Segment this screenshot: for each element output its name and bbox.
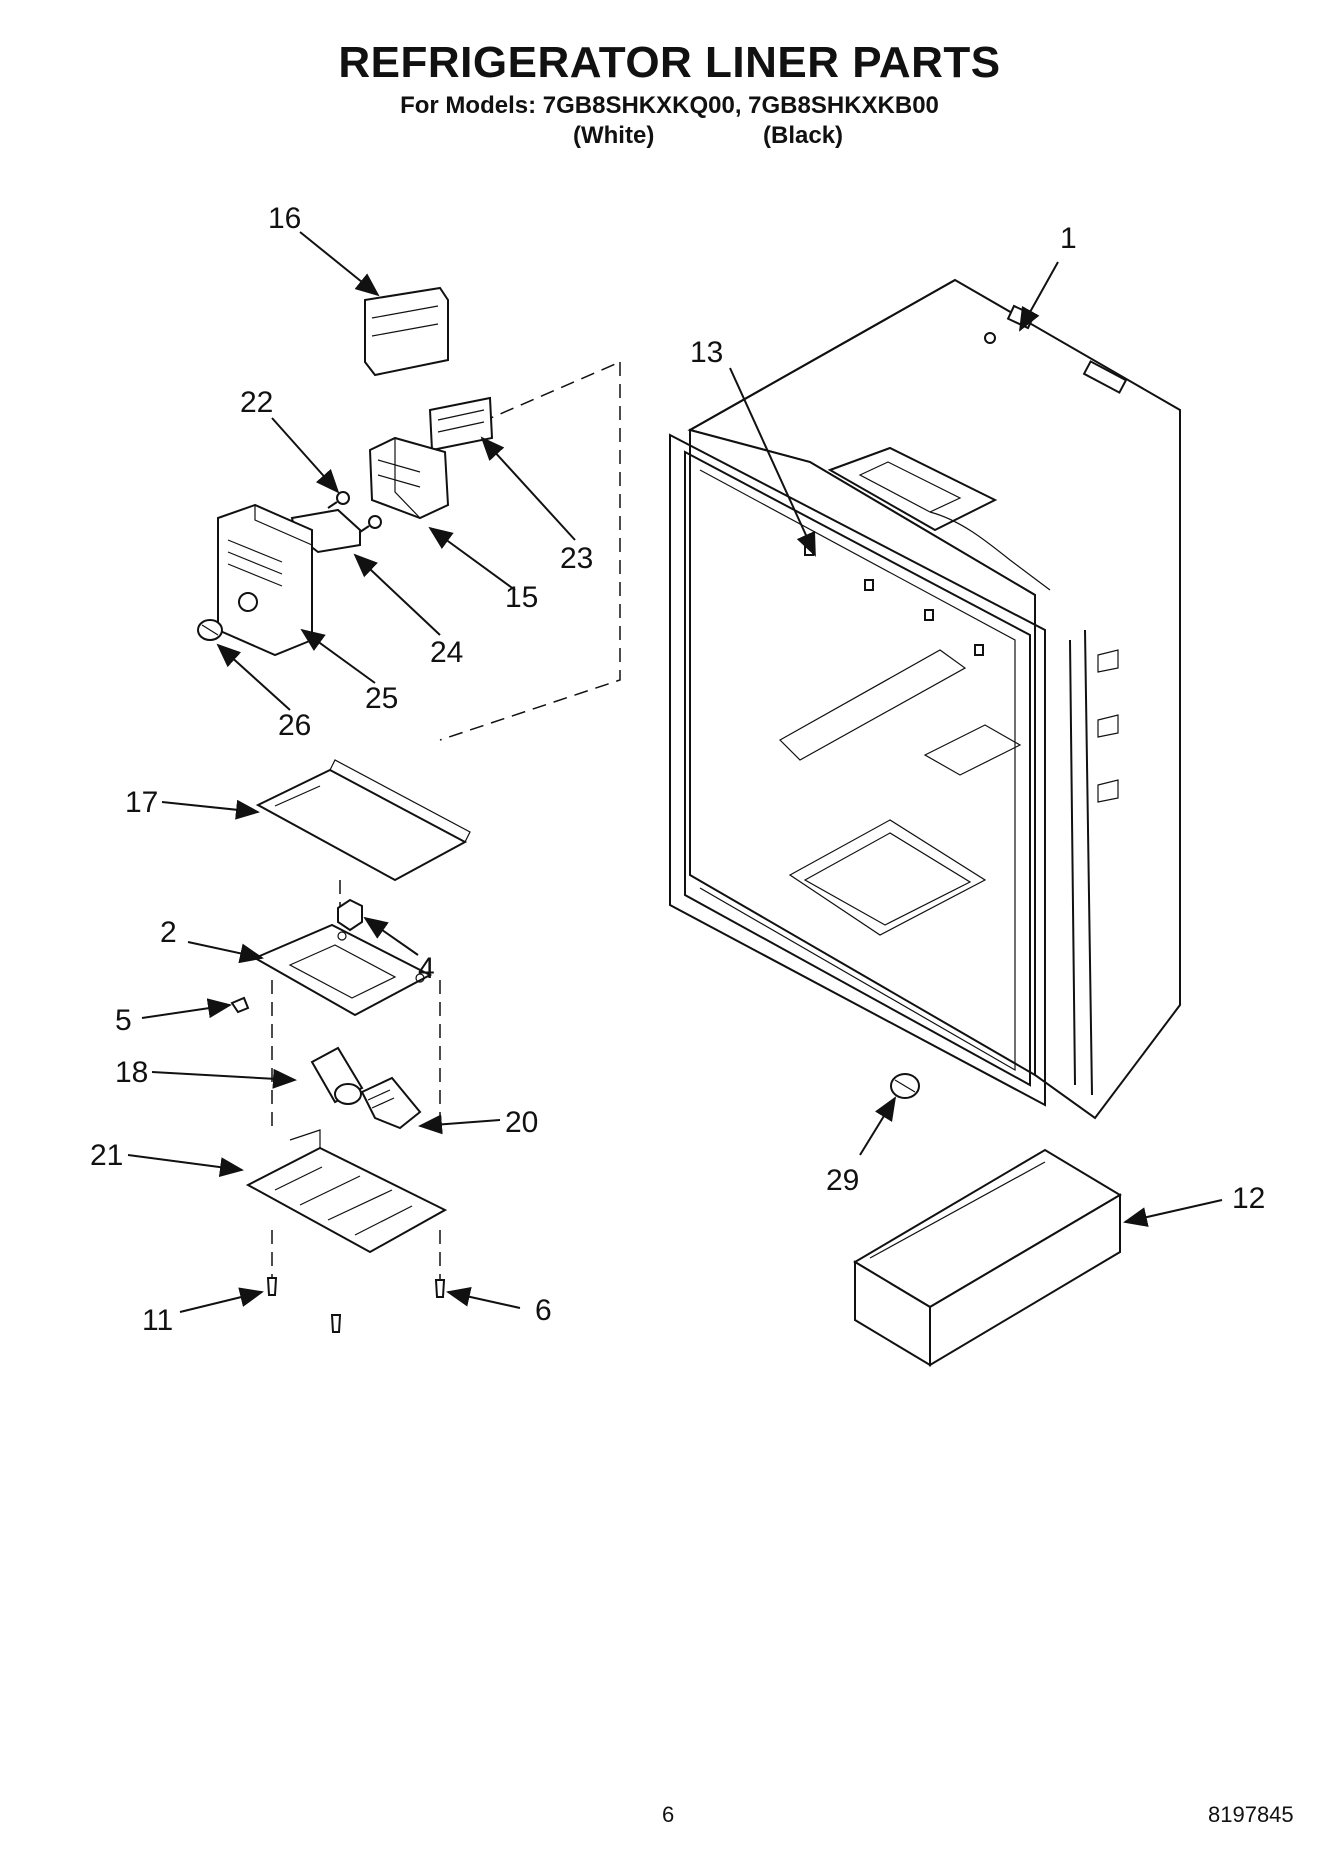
callout-18: 18	[115, 1056, 148, 1089]
part-26-knob	[197, 619, 223, 641]
part-12-bin	[853, 1148, 1122, 1367]
part-4-switch	[337, 898, 363, 932]
callout-24: 24	[430, 636, 463, 669]
callout-16: 16	[268, 202, 301, 235]
part-20-bulb	[360, 1076, 422, 1130]
part-29-button	[890, 1073, 920, 1099]
part-15-control	[368, 436, 450, 520]
callout-1: 1	[1060, 222, 1077, 255]
part-23-bracket	[428, 396, 494, 452]
callout-25: 25	[365, 682, 398, 715]
callout-23: 23	[560, 542, 593, 575]
part-16-cover	[364, 286, 449, 377]
callout-17: 17	[125, 786, 158, 819]
loose-screw	[330, 1314, 342, 1333]
callout-5: 5	[115, 1004, 132, 1037]
part-22-screw	[327, 491, 382, 533]
part-25-housing	[217, 503, 313, 657]
part-6-screw	[434, 1279, 446, 1298]
callout-2: 2	[160, 916, 177, 949]
callout-22: 22	[240, 386, 273, 419]
document-number: 8197845	[1208, 1802, 1294, 1827]
leader-lines	[127, 231, 1223, 1313]
models-line: For Models: 7GB8SHKXKQ00, 7GB8SHKXKB00	[400, 92, 939, 119]
callout-26: 26	[278, 709, 311, 742]
callout-6: 6	[535, 1294, 552, 1327]
callout-11: 11	[142, 1304, 173, 1337]
variant-white-label: (White)	[573, 122, 655, 149]
variant-black-label: (Black)	[763, 122, 844, 149]
page-number: 6	[662, 1802, 675, 1827]
part-5-clip	[230, 996, 250, 1014]
callout-4: 4	[418, 952, 435, 985]
page-title: REFRIGERATOR LINER PARTS	[338, 38, 1001, 87]
part-2-bracket	[252, 923, 433, 1017]
callout-13: 13	[690, 336, 723, 369]
callout-21: 21	[90, 1139, 123, 1172]
part-1-liner	[669, 278, 1181, 1120]
part-11-screw	[266, 1277, 278, 1296]
callout-12: 12	[1232, 1182, 1265, 1215]
part-17-shield	[255, 759, 471, 882]
part-21-lens	[245, 1129, 448, 1254]
part-18-socket	[310, 1046, 364, 1105]
callout-15: 15	[505, 581, 538, 614]
callout-29: 29	[826, 1164, 859, 1197]
callout-20: 20	[505, 1106, 538, 1139]
